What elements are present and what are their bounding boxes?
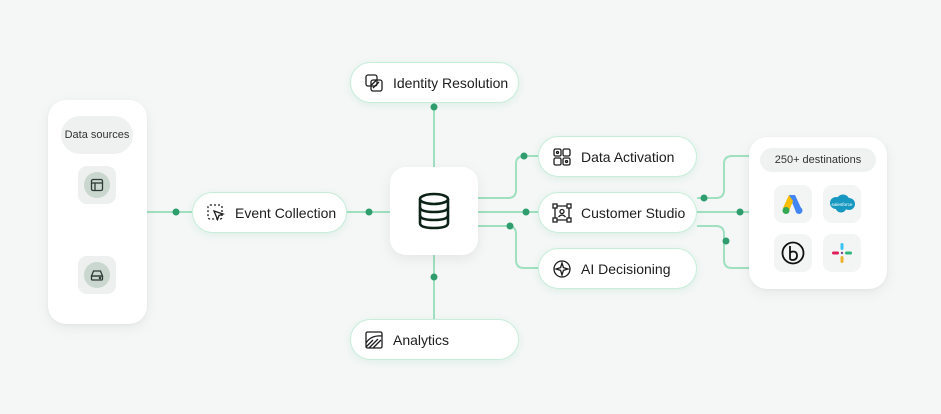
event-collection-icon [205, 202, 227, 224]
connector-dot [522, 208, 530, 216]
destinations-title: 250+ destinations [760, 148, 876, 172]
connector-studio-dest-top [697, 155, 749, 199]
data-activation-label: Data Activation [581, 148, 675, 165]
data-activation-icon [551, 146, 573, 168]
google-ads-icon [782, 195, 803, 214]
destination-salesforce[interactable]: salesforce [823, 185, 861, 223]
identity-resolution-label: Identity Resolution [393, 74, 509, 91]
customer-studio-icon [551, 202, 573, 224]
destination-slack[interactable] [823, 234, 861, 272]
destination-google-ads[interactable] [774, 185, 812, 223]
connector-dot [736, 208, 744, 216]
connector-dot [430, 103, 438, 111]
connector-dot [700, 194, 708, 202]
connector-hub-activation [478, 155, 538, 199]
connector-studio-dest-bottom [697, 225, 749, 269]
connector-dot [365, 208, 373, 216]
connector-dot [506, 222, 514, 230]
destination-braze[interactable] [774, 234, 812, 272]
event-collection-label: Event Collection [235, 204, 337, 221]
customer-studio-node[interactable]: Customer Studio [538, 192, 697, 233]
braze-icon [781, 241, 805, 265]
connector-dot [722, 237, 730, 245]
slack-icon [832, 243, 852, 263]
ai-decisioning-icon [551, 258, 573, 280]
connector-dot [520, 152, 528, 160]
data-activation-node[interactable]: Data Activation [538, 136, 697, 177]
salesforce-wordmark: salesforce [832, 202, 853, 207]
connector-dot [430, 273, 438, 281]
event-collection-node[interactable]: Event Collection [192, 192, 347, 233]
ai-decisioning-node[interactable]: AI Decisioning [538, 248, 697, 289]
connector-dot [172, 208, 180, 216]
identity-resolution-node[interactable]: Identity Resolution [350, 62, 519, 103]
analytics-icon [363, 329, 385, 351]
connector-hub-ai [478, 225, 538, 269]
identity-resolution-icon [363, 72, 385, 94]
data-sources-title: Data sources [61, 116, 133, 154]
analytics-label: Analytics [393, 331, 450, 348]
layout-icon [84, 172, 110, 198]
analytics-node[interactable]: Analytics [350, 319, 519, 360]
customer-studio-label: Customer Studio [581, 204, 686, 221]
data-source-tile[interactable] [78, 166, 116, 204]
data-source-tile[interactable] [78, 256, 116, 294]
data-sources-card: Data sources [48, 100, 147, 324]
database-icon [418, 192, 450, 230]
central-database-hub[interactable] [390, 167, 478, 255]
storage-drive-icon [84, 262, 110, 288]
salesforce-icon: salesforce [830, 194, 855, 213]
destinations-card: 250+ destinations salesforce [749, 137, 887, 289]
ai-decisioning-label: AI Decisioning [581, 260, 671, 277]
